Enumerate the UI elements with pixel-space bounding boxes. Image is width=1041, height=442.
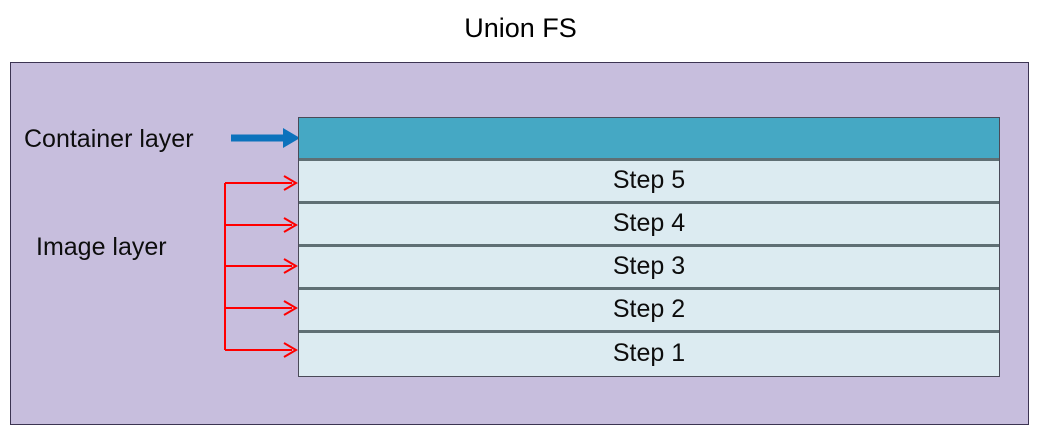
layer-row-step-3[interactable]: Step 3 <box>299 247 999 290</box>
layer-row-label: Step 4 <box>612 209 686 237</box>
layer-row-step-1[interactable]: Step 1 <box>299 333 999 375</box>
layer-row-label: Step 2 <box>612 295 686 323</box>
layer-stack: Step 5 Step 4 Step 3 Step 2 Step 1 <box>298 117 1000 377</box>
layer-row-label: Step 5 <box>612 166 686 194</box>
image-layer-label: Image layer <box>36 233 167 261</box>
layer-row-label: Step 1 <box>612 339 686 367</box>
layer-row-step-4[interactable]: Step 4 <box>299 204 999 247</box>
container-layer-label: Container layer <box>24 125 194 153</box>
container-layer-arrow-icon <box>231 128 300 148</box>
layer-row-step-2[interactable]: Step 2 <box>299 290 999 333</box>
page-title: Union FS <box>464 13 577 43</box>
layer-row-container[interactable] <box>299 118 999 161</box>
image-layer-arrows-icon <box>224 175 298 358</box>
layer-row-label: Step 3 <box>612 252 686 280</box>
layer-row-step-5[interactable]: Step 5 <box>299 161 999 204</box>
